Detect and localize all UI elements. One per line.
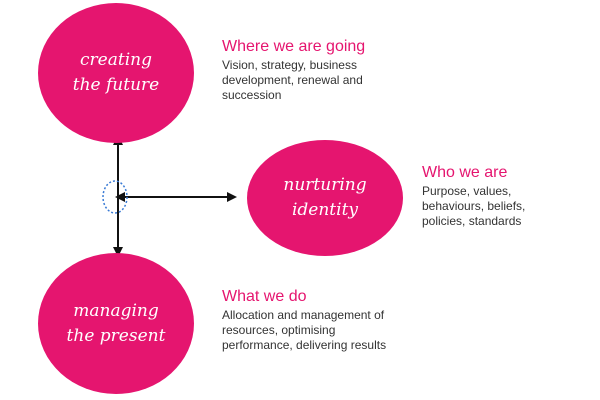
creating-the-future-circle: creating the future xyxy=(38,3,194,143)
pivot-marker xyxy=(102,180,128,214)
block-heading: Who we are xyxy=(422,164,508,181)
block-body-line: behaviours, beliefs, xyxy=(422,199,526,213)
who-we-are-block: Who we are Purpose, values, behaviours, … xyxy=(422,163,592,229)
block-body-line: Purpose, values, xyxy=(422,184,512,198)
circle-label-line: nurturing xyxy=(283,175,367,196)
circle-label-line: creating xyxy=(80,50,152,71)
circle-label-line: identity xyxy=(291,200,359,220)
block-body-line: Vision, strategy, business xyxy=(222,58,357,72)
circle-label-line: the future xyxy=(72,75,160,95)
managing-the-present-circle: managing the present xyxy=(38,253,194,394)
nurturing-identity-circle: nurturing identity xyxy=(247,140,403,256)
block-body-line: policies, standards xyxy=(422,214,522,228)
block-body-line: Allocation and management of xyxy=(222,308,385,322)
block-body-line: performance, delivering results xyxy=(222,338,387,352)
what-we-do-block: What we do Allocation and management of … xyxy=(222,287,492,353)
block-body-line: succession xyxy=(222,88,282,102)
circle-label-line: managing xyxy=(73,300,159,321)
block-body-line: resources, optimising xyxy=(222,323,336,337)
block-heading: Where we are going xyxy=(222,38,366,55)
where-we-are-going-block: Where we are going Vision, strategy, bus… xyxy=(222,37,442,103)
block-heading: What we do xyxy=(222,288,307,305)
circle-label-line: the present xyxy=(66,325,166,346)
block-body-line: development, renewal and xyxy=(222,73,363,87)
